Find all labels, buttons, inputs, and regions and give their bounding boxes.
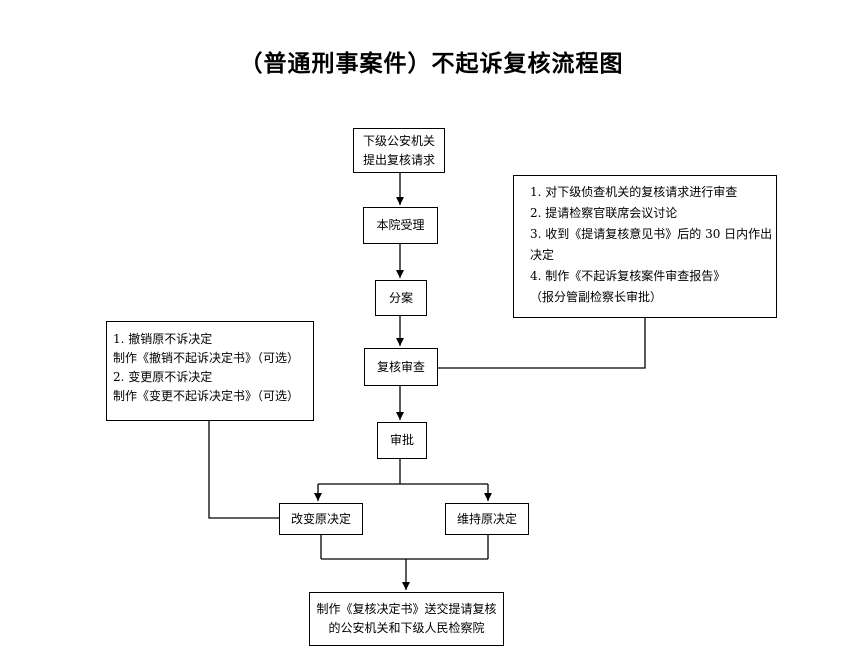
node-review: 复核审查 [364,348,438,386]
note-change-options-line-2: 制作《撤销不起诉决定书》（可选） [113,351,300,365]
node-assign-label: 分案 [388,290,413,305]
note-review-tasks-line-6: （报分管副检察长审批） [530,290,663,304]
node-accept: 本院受理 [363,207,438,244]
node-final-line-2: 的公安机关和下级人民检察院 [328,621,485,635]
node-assign: 分案 [375,280,427,316]
node-request-line-2: 提出复核请求 [362,152,435,167]
node-maintain: 维持原决定 [445,503,529,535]
node-review-label: 复核审查 [376,359,425,374]
note-change-options-line-1: 1. 撤销原不诉决定 [113,332,213,346]
node-final-line-1: 制作《复核决定书》送交提请复核 [316,602,497,616]
node-final: 制作《复核决定书》送交提请复核 的公安机关和下级人民检察院 [309,592,504,646]
note-change-options: 1. 撤销原不诉决定 制作《撤销不起诉决定书》（可选） 2. 变更原不诉决定 制… [106,321,314,421]
note-review-tasks: 1. 对下级侦查机关的复核请求进行审查 2. 提请检察官联席会议讨论 3. 收到… [513,175,777,318]
note-review-tasks-line-4: 决定 [530,248,555,262]
note-review-tasks-line-5: 4. 制作《不起诉复核案件审查报告》 [530,269,726,283]
note-review-tasks-line-3: 3. 收到《提请复核意见书》后的 30 日内作出 [530,227,773,241]
node-request-line-1: 下级公安机关 [362,133,435,148]
note-change-options-line-4: 制作《变更不起诉决定书》（可选） [113,389,300,403]
node-maintain-label: 维持原决定 [456,511,517,526]
note-review-tasks-line-1: 1. 对下级侦查机关的复核请求进行审查 [530,185,738,199]
note-change-options-line-3: 2. 变更原不诉决定 [113,370,213,384]
page-title: （普通刑事案件）不起诉复核流程图 [239,51,624,77]
node-accept-label: 本院受理 [376,218,425,232]
note-review-tasks-line-2: 2. 提请检察官联席会议讨论 [530,206,678,220]
node-request: 下级公安机关 提出复核请求 [353,128,445,173]
node-approve-label: 审批 [389,433,414,447]
link-change-options-to-change [208,421,279,519]
link-review-tasks-to-review [438,318,646,369]
node-approve: 审批 [377,422,427,459]
node-change-label: 改变原决定 [290,511,351,526]
node-change: 改变原决定 [279,503,363,535]
